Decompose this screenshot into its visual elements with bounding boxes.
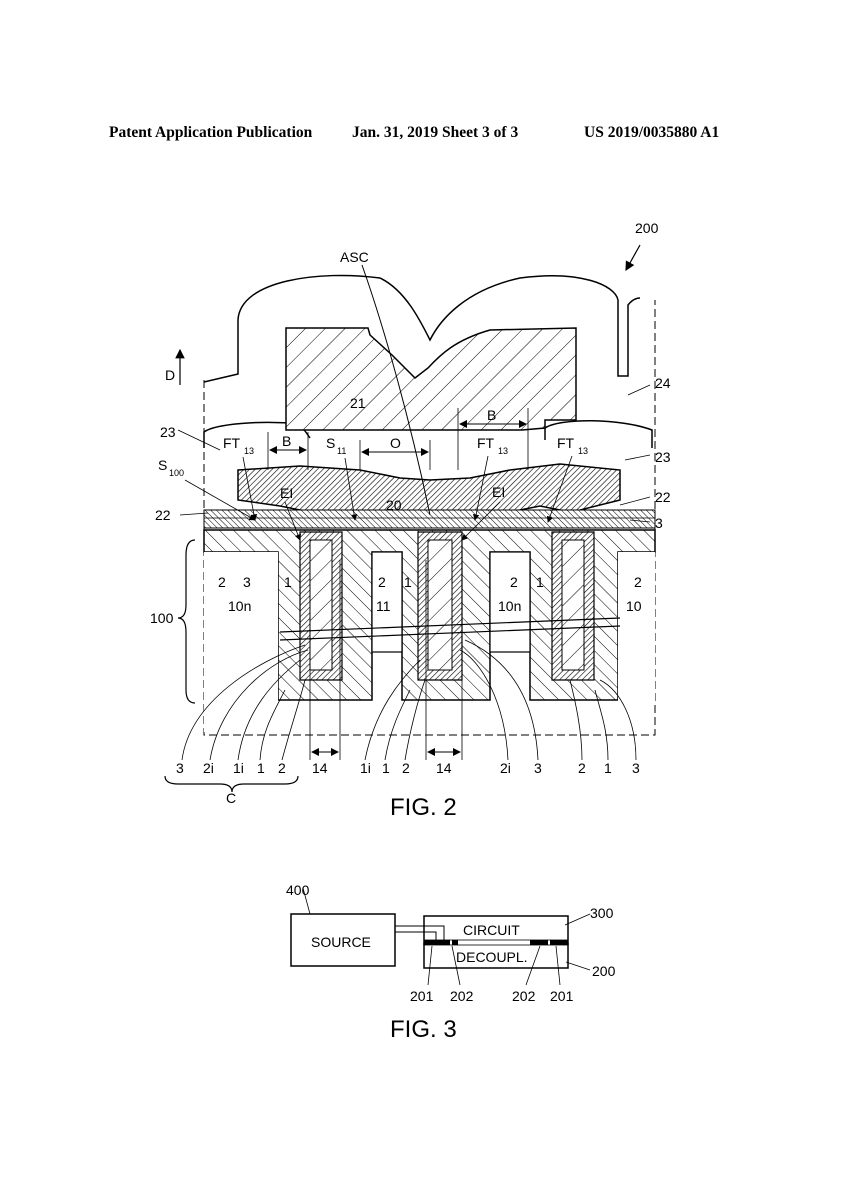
circuit-label: CIRCUIT	[463, 922, 520, 938]
label-10n-left: 10n	[228, 598, 251, 614]
publication-type: Patent Application Publication	[109, 124, 313, 141]
label-c: C	[226, 790, 236, 806]
label-3-a: 3	[243, 574, 251, 590]
circuit-block	[423, 915, 569, 945]
bottom-label-3-c: 3	[632, 760, 640, 776]
bottom-label-1-c: 1	[604, 760, 612, 776]
decoupling-label: DECOUPL.	[456, 949, 528, 965]
bottom-label-3-b: 3	[534, 760, 542, 776]
label-s100-sub: 100	[169, 468, 184, 478]
fig3-caption: FIG. 3	[390, 1016, 457, 1043]
fig3-drawing	[290, 887, 591, 986]
label-1-a: 1	[284, 574, 292, 590]
decoupling-block	[423, 943, 569, 969]
label-10n-right: 10n	[498, 598, 521, 614]
label-300: 300	[590, 905, 614, 921]
label-200-fig3: 200	[592, 963, 616, 979]
label-s100: S	[158, 457, 167, 473]
source-label: SOURCE	[311, 934, 371, 950]
label-b-left: B	[282, 433, 291, 449]
label-24: 24	[655, 375, 671, 391]
label-202-right: 202	[512, 988, 536, 1004]
fig2-drawing	[164, 244, 656, 793]
publication-number: US 2019/0035880 A1	[584, 124, 720, 141]
bottom-label-2-a: 2	[278, 760, 286, 776]
bottom-label-1-a: 1	[257, 760, 265, 776]
label-o: O	[390, 435, 401, 451]
label-ft13-left-sub: 13	[244, 446, 254, 456]
label-ft13-mid-sub: 13	[498, 446, 508, 456]
label-2-c: 2	[510, 574, 518, 590]
label-201-right: 201	[550, 988, 574, 1004]
label-21: 21	[350, 395, 366, 411]
label-asc: ASC	[340, 249, 369, 265]
label-20: 20	[386, 497, 402, 513]
label-s11-sub: 11	[337, 446, 346, 456]
label-1-b: 1	[404, 574, 412, 590]
label-23-left: 23	[160, 424, 176, 440]
label-202-left: 202	[450, 988, 474, 1004]
label-23-right: 23	[655, 449, 671, 465]
bottom-label-2i-a: 2i	[203, 760, 214, 776]
label-direction-d: D	[165, 367, 175, 383]
label-ref-200: 200	[635, 220, 659, 236]
bottom-label-2-b: 2	[402, 760, 410, 776]
label-ei-left: EI	[280, 485, 293, 501]
source-block	[290, 913, 396, 967]
label-2-a: 2	[218, 574, 226, 590]
label-201-left: 201	[410, 988, 434, 1004]
bottom-label-3-a: 3	[176, 760, 184, 776]
label-10: 10	[626, 598, 642, 614]
label-1-c: 1	[536, 574, 544, 590]
label-ft13-mid: FT	[477, 435, 495, 451]
label-2-d: 2	[634, 574, 642, 590]
label-22-right: 22	[655, 489, 671, 505]
fig2-caption: FIG. 2	[390, 794, 457, 821]
bottom-label-14-b: 14	[436, 760, 452, 776]
label-ft13-right: FT	[557, 435, 575, 451]
label-ft13-left: FT	[223, 435, 241, 451]
bottom-label-1i-b: 1i	[360, 760, 371, 776]
label-s11: S	[326, 435, 335, 451]
label-11: 11	[376, 598, 391, 614]
label-ft13-right-sub: 13	[578, 446, 588, 456]
label-ei-right: EI	[492, 484, 505, 500]
label-b-right: B	[487, 407, 496, 423]
label-400: 400	[286, 882, 310, 898]
bottom-label-14-a: 14	[312, 760, 328, 776]
label-100: 100	[150, 610, 174, 626]
label-22-left: 22	[155, 507, 171, 523]
bottom-label-1i-a: 1i	[233, 760, 244, 776]
bottom-label-2-c: 2	[578, 760, 586, 776]
bottom-label-1-b: 1	[382, 760, 390, 776]
publication-date-sheet: Jan. 31, 2019 Sheet 3 of 3	[352, 124, 519, 141]
label-2-b: 2	[378, 574, 386, 590]
bottom-label-2i-b: 2i	[500, 760, 511, 776]
page-header: Patent Application Publication Jan. 31, …	[0, 118, 848, 148]
label-3-right: 3	[655, 515, 663, 531]
